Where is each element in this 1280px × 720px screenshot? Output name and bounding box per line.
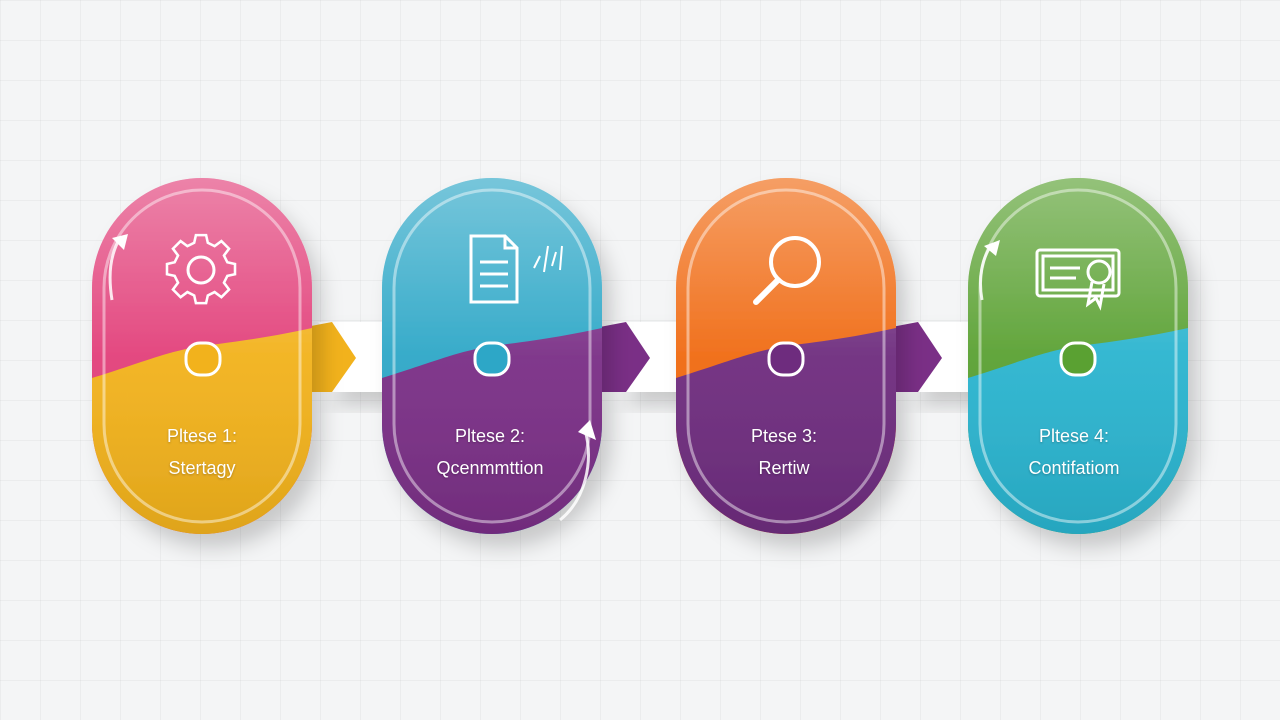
knob-group — [184, 341, 1097, 377]
phase-1-title: Pltese 1: — [166, 426, 238, 446]
phase-2-title: Pltese 2: — [454, 426, 526, 446]
phase-4-name: Contifatiom — [1028, 458, 1120, 478]
document-icon — [469, 234, 563, 304]
gear-icon — [165, 233, 237, 305]
phase-1-knob — [184, 341, 222, 377]
phase-3-name: Rertiw — [758, 458, 810, 478]
magnifier-icon — [753, 236, 821, 305]
phase-4-knob — [1059, 341, 1097, 377]
phase-4-title: Pltese 4: — [1038, 426, 1110, 446]
phase-2-knob — [473, 341, 511, 377]
phase-2-name: Qcenmmttion — [436, 458, 544, 478]
phase-card-4 — [968, 178, 1188, 534]
phase-2-label: Pltese 2: Qcenmmttion — [390, 420, 590, 484]
phase-3-knob — [767, 341, 805, 377]
rim-arrows — [108, 234, 1000, 522]
phase-3-label: Ptese 3: Rertiw — [684, 420, 884, 484]
phase-1-label: Pltese 1: Stertagy — [102, 420, 302, 484]
phase-3-title: Ptese 3: — [750, 426, 818, 446]
phase-card-1 — [92, 178, 312, 534]
phase-4-label: Pltese 4: Contifatiom — [974, 420, 1174, 484]
rim-arrow-2 — [559, 429, 590, 522]
phase-1-name: Stertagy — [168, 458, 236, 478]
certificate-icon — [1035, 248, 1121, 311]
